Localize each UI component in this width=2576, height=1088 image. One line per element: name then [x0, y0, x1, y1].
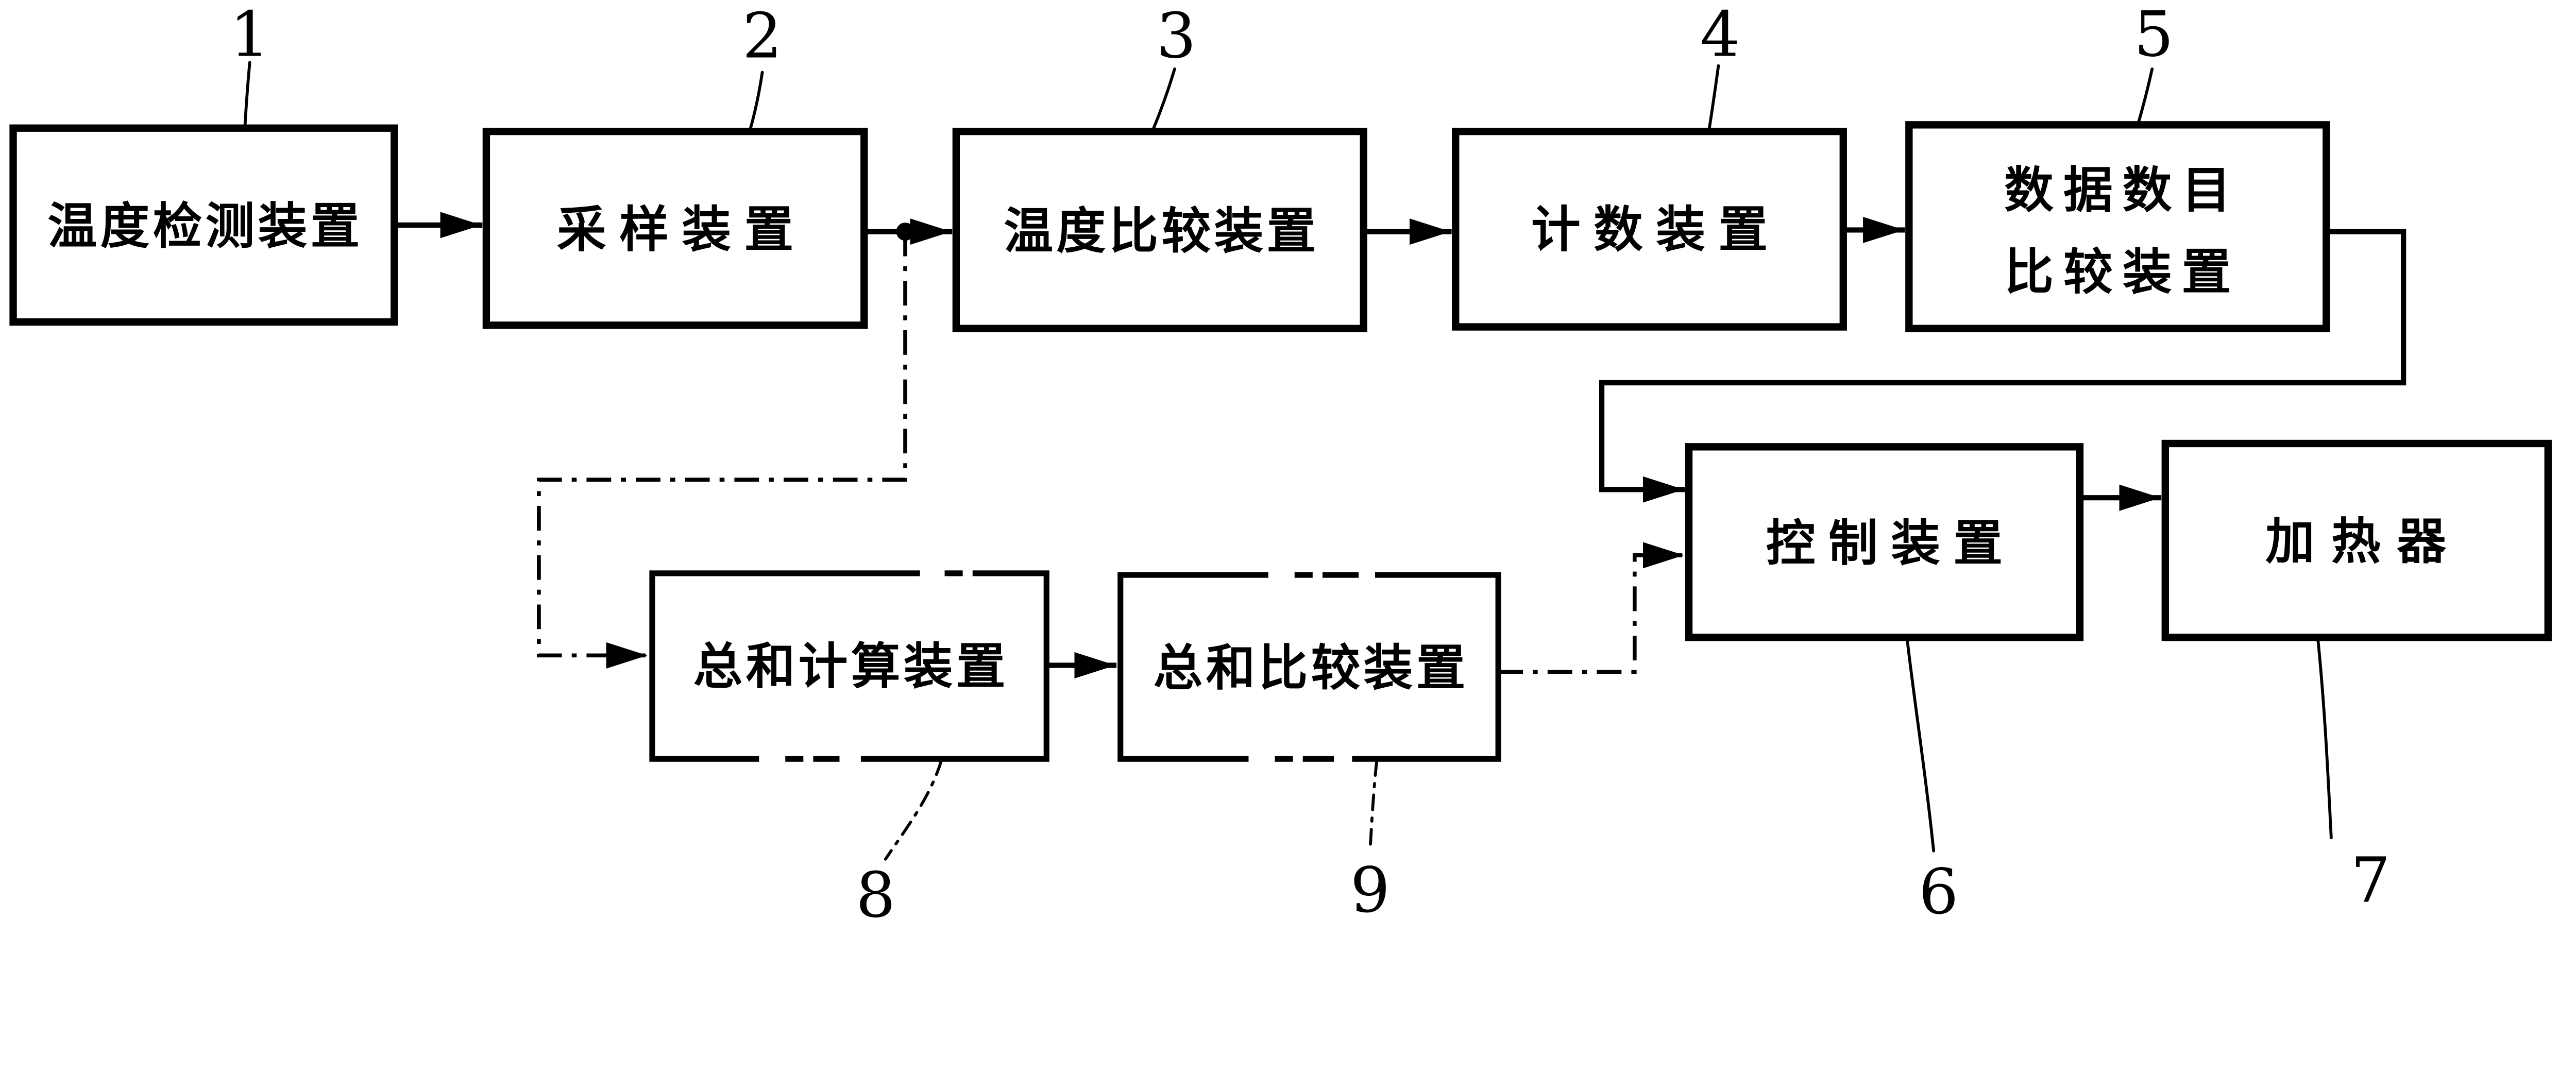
ref-number-4: 4: [1700, 0, 1740, 71]
leader-line-1: [243, 61, 251, 131]
border-gap: [1248, 751, 1275, 766]
border-gap: [759, 751, 786, 766]
leader-line-3: [1150, 67, 1176, 135]
block-label: 采样装置: [557, 200, 807, 258]
border-gap: [839, 751, 861, 766]
block-3-temperature-compare: [952, 127, 1367, 332]
border-gap: [1268, 567, 1295, 582]
block-label-line1: 数据数目: [2004, 161, 2241, 219]
ref-number-9: 9: [1350, 854, 1390, 923]
leader-line-6: [1906, 639, 1936, 853]
ref-number-8: 8: [856, 859, 895, 923]
block-2-sampling: [482, 127, 868, 329]
diagram-canvas: 温度检测装置 采样装置 温度比较装置 计数装置 数据数目 比较装置 控制装置 加…: [9, 0, 2552, 924]
block-label: 总和计算装置: [693, 638, 1009, 695]
leader-line-9: [1368, 759, 1379, 851]
border-gap: [1334, 751, 1352, 766]
ref-number-7: 7: [2351, 844, 2391, 917]
border-gap: [1359, 567, 1376, 582]
block-7-heater: [2161, 439, 2552, 641]
ref-number-3: 3: [1157, 0, 1196, 73]
wire-junction-to-8-dashdot: [537, 231, 907, 669]
wire-9-to-6-dashdot: [1498, 542, 1684, 674]
block-6-control: [1685, 443, 2084, 641]
leader-line-2: [748, 71, 764, 135]
junction-dot: [896, 223, 914, 241]
ref-number-1: 1: [230, 0, 269, 71]
patent-figure-page: 温度检测装置 采样装置 温度比较装置 计数装置 数据数目 比较装置 控制装置 加…: [9, 0, 2552, 924]
leader-line-8: [884, 759, 943, 861]
ref-number-2: 2: [742, 0, 782, 73]
block-9-sum-compare: [1117, 572, 1501, 762]
block-5-data-count-compare: [1905, 121, 2330, 332]
leader-line-5: [2136, 67, 2154, 128]
block-1-temperature-detection: [9, 124, 398, 326]
block-label: 温度检测装置: [48, 197, 363, 255]
block-label: 计数装置: [1531, 200, 1781, 258]
block-4-counting: [1452, 127, 1847, 331]
border-gap: [1312, 567, 1323, 582]
block-label: 加热器: [2265, 513, 2463, 570]
block-label: 总和比较装置: [1154, 639, 1469, 697]
block-label-line2: 比较装置: [2004, 243, 2241, 301]
wire-5-to-6: [1599, 229, 2406, 503]
border-gap: [1293, 751, 1303, 766]
ref-number-6: 6: [1919, 856, 1958, 923]
block-label: 控制装置: [1766, 514, 2016, 572]
block-label: 温度比较装置: [1004, 202, 1319, 260]
border-gap: [803, 751, 814, 766]
ref-number-5: 5: [2134, 0, 2174, 71]
leader-line-4: [1707, 64, 1720, 135]
leader-line-7: [2316, 639, 2333, 840]
border-gap: [962, 565, 973, 580]
border-gap: [920, 565, 945, 580]
